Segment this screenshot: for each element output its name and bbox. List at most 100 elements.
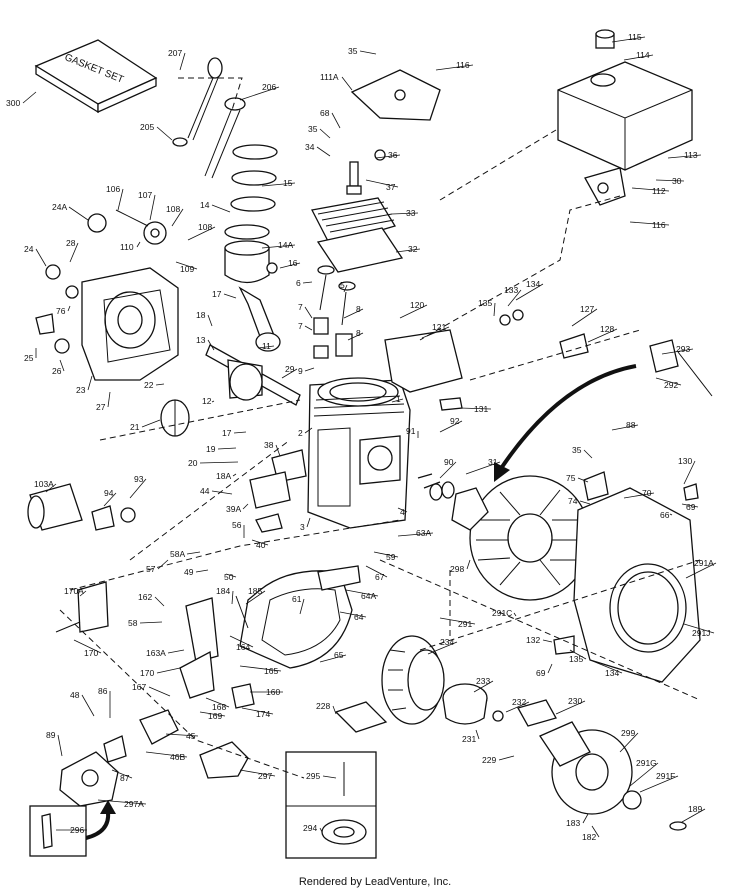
callout-label: 16 xyxy=(288,258,298,268)
callout-leader xyxy=(569,649,587,660)
callout-leader xyxy=(145,751,188,758)
callout-label: 120 xyxy=(410,300,424,310)
callout-leader xyxy=(239,665,282,672)
callout-label: 29 xyxy=(285,364,295,374)
callout-leader xyxy=(683,460,696,485)
callout-label: 165 xyxy=(264,666,278,676)
callout-leader xyxy=(67,305,71,312)
callout-leader xyxy=(141,419,161,428)
callout-leader xyxy=(591,825,600,838)
starter-cup xyxy=(442,683,504,725)
callout-leader xyxy=(427,641,458,655)
callout-leader xyxy=(139,621,163,624)
callout-label: 92 xyxy=(450,416,460,426)
callout-label: 58A xyxy=(170,549,185,559)
callout-label: 107 xyxy=(138,190,152,200)
callout-label: 230 xyxy=(568,696,582,706)
crankshaft xyxy=(160,344,301,437)
callout-leader xyxy=(473,680,494,693)
callout-label: 128 xyxy=(600,324,614,334)
callout-label: 44 xyxy=(200,486,210,496)
callout-leader xyxy=(261,182,296,187)
callout-label: 110 xyxy=(120,242,134,252)
callout-label: 25 xyxy=(24,353,34,363)
callout-leader xyxy=(225,573,237,578)
callout-leader xyxy=(661,348,694,355)
callout-label: 35 xyxy=(348,46,358,56)
callout-label: 135 xyxy=(569,654,583,664)
callout-label: 64A xyxy=(361,591,376,601)
valves xyxy=(313,265,356,359)
callout-label: 132 xyxy=(526,635,540,645)
callout-label: 31 xyxy=(488,457,498,467)
callout-leader xyxy=(466,559,471,570)
callout-leader xyxy=(365,565,388,578)
callout-label: 299 xyxy=(621,728,635,738)
callout-label: 291F xyxy=(656,771,675,781)
callout-label: 45 xyxy=(186,731,196,741)
callout-leader xyxy=(129,478,147,499)
callout-label: 112 xyxy=(652,186,666,196)
callout-leader xyxy=(397,507,408,513)
recoil-starter xyxy=(517,699,687,831)
callout-leader xyxy=(505,701,530,713)
connecting-rod xyxy=(238,286,281,352)
callout-leader xyxy=(175,261,198,270)
callout-leader xyxy=(611,36,646,43)
callout-label: 27 xyxy=(96,402,106,412)
callout-leader xyxy=(304,367,315,372)
callout-label: 234 xyxy=(440,637,454,647)
callout-leader xyxy=(391,398,404,403)
callout-leader xyxy=(579,500,591,505)
callout-label: 162 xyxy=(138,592,152,602)
callout-label: 294 xyxy=(303,823,317,833)
callout-leader xyxy=(232,473,237,477)
callout-leader xyxy=(87,375,93,391)
callout-label: 168 xyxy=(212,702,226,712)
callout-label: 111A xyxy=(320,72,339,82)
callout-leader xyxy=(347,332,364,341)
callout-leader xyxy=(242,503,249,510)
callout-label: 291G xyxy=(636,758,657,768)
callout-leader xyxy=(373,551,399,558)
callout-leader xyxy=(589,659,623,674)
callout-label: 88 xyxy=(626,420,636,430)
assembly-lines xyxy=(59,77,701,779)
callout-label: 291J xyxy=(692,628,710,638)
callout-leader xyxy=(81,694,95,717)
callout-leader xyxy=(35,248,47,267)
callout-leader xyxy=(304,427,313,434)
callout-leader xyxy=(341,76,353,91)
callout-label: 130 xyxy=(678,456,692,466)
callout-leader xyxy=(498,755,515,761)
callout-label: 76 xyxy=(56,306,66,316)
callout-leader xyxy=(493,302,496,317)
callout-label: 65 xyxy=(334,650,344,660)
callout-leader xyxy=(629,221,670,226)
callout-leader xyxy=(186,551,201,555)
callout-leader xyxy=(375,154,401,159)
callout-label: 35 xyxy=(572,445,582,455)
callout-label: 8 xyxy=(356,328,361,338)
governor-linkage xyxy=(179,595,255,709)
piston-rings xyxy=(224,144,278,284)
callout-label: 69 xyxy=(536,668,546,678)
callout-leader xyxy=(299,598,305,615)
callout-label: 134 xyxy=(605,668,619,678)
callout-leader xyxy=(669,513,673,516)
callout-label: 17 xyxy=(212,289,222,299)
callout-label: 291A xyxy=(694,558,714,568)
callout-label: 169 xyxy=(208,711,222,721)
callout-label: 30 xyxy=(672,176,682,186)
callout-label: 46B xyxy=(170,752,185,762)
callout-leader xyxy=(69,242,79,263)
callout-label: 291 xyxy=(458,619,472,629)
callout-leader xyxy=(639,775,679,793)
callout-label: 39A xyxy=(226,504,241,514)
callout-label: 68 xyxy=(320,108,330,118)
callout-label: 134 xyxy=(526,279,540,289)
callout-label: 167 xyxy=(132,682,146,692)
callout-label: 228 xyxy=(316,701,330,711)
callout-leader xyxy=(399,304,428,319)
